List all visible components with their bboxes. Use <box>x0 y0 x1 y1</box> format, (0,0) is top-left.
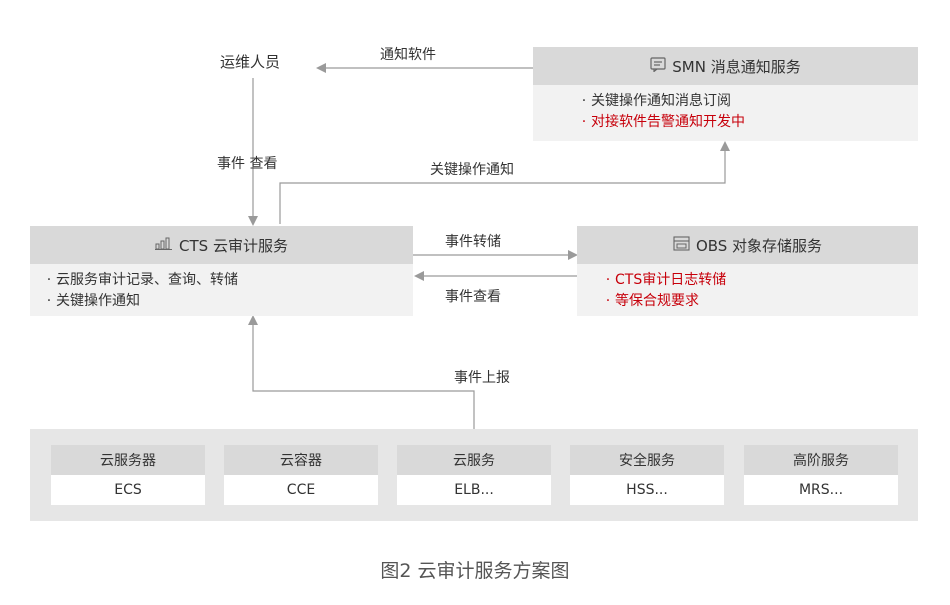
cts-feature-item: ·云服务审计记录、查询、转储 <box>46 272 238 288</box>
event-sources-panel: 云服务器 ECS 云容器 CCE 云服务 ELB... 安全服务 HSS... … <box>30 429 918 521</box>
source-cloud-server: 云服务器 ECS <box>51 445 205 505</box>
arrowhead-to-ops <box>316 63 326 73</box>
storage-icon <box>673 235 690 255</box>
event-report-label: 事件上报 <box>454 370 510 386</box>
source-name: 安全服务 <box>570 445 724 475</box>
cts-service-box: CTS 云审计服务 ·云服务审计记录、查询、转储 ·关键操作通知 <box>30 226 413 316</box>
source-name: 云服务 <box>397 445 551 475</box>
source-name: 云服务器 <box>51 445 205 475</box>
smn-service-box: SMN 消息通知服务 ·关键操作通知消息订阅 ·对接软件告警通知开发中 <box>533 47 918 141</box>
arrowhead-to-smn <box>720 141 730 151</box>
source-advanced-service: 高阶服务 MRS... <box>744 445 898 505</box>
source-cloud-service: 云服务 ELB... <box>397 445 551 505</box>
key-op-notify-line <box>279 150 726 224</box>
source-example: ELB... <box>397 475 551 505</box>
source-cloud-container: 云容器 CCE <box>224 445 378 505</box>
smn-features: ·关键操作通知消息订阅 ·对接软件告警通知开发中 <box>533 85 918 133</box>
obs-title: OBS 对象存储服务 <box>695 236 823 255</box>
event-report-line <box>252 323 475 429</box>
event-view-left-label: 事件 查看 <box>217 156 278 172</box>
arrowhead-to-obs <box>568 250 578 260</box>
source-example: CCE <box>224 475 378 505</box>
notify-software-label: 通知软件 <box>380 47 436 63</box>
arrowhead-to-cts-bottom <box>248 315 258 325</box>
event-dump-label: 事件转储 <box>445 234 501 250</box>
cts-header: CTS 云审计服务 <box>30 226 413 264</box>
source-example: ECS <box>51 475 205 505</box>
cts-features: ·云服务审计记录、查询、转储 ·关键操作通知 <box>30 264 413 312</box>
obs-feature-item-highlight: ·CTS审计日志转储 <box>605 272 727 288</box>
obs-feature-item-highlight: ·等保合规要求 <box>605 293 699 309</box>
key-op-notify-label: 关键操作通知 <box>430 162 514 178</box>
bar-chart-icon <box>155 236 173 254</box>
smn-title: SMN 消息通知服务 <box>672 57 801 76</box>
cts-title: CTS 云审计服务 <box>179 236 288 255</box>
source-security-service: 安全服务 HSS... <box>570 445 724 505</box>
source-name: 高阶服务 <box>744 445 898 475</box>
obs-features: ·CTS审计日志转储 ·等保合规要求 <box>577 264 918 312</box>
arrowhead-to-cts-top <box>248 216 258 226</box>
smn-feature-item: ·关键操作通知消息订阅 <box>581 93 731 109</box>
ops-staff-label: 运维人员 <box>220 53 281 71</box>
obs-header: OBS 对象存储服务 <box>577 226 918 264</box>
source-example: MRS... <box>744 475 898 505</box>
source-example: HSS... <box>570 475 724 505</box>
obs-service-box: OBS 对象存储服务 ·CTS审计日志转储 ·等保合规要求 <box>577 226 918 316</box>
arrowhead-to-cts-right <box>414 271 424 281</box>
event-view-label: 事件查看 <box>445 289 501 305</box>
figure-caption: 图2 云审计服务方案图 <box>380 560 570 582</box>
smn-feature-item-highlight: ·对接软件告警通知开发中 <box>581 114 745 130</box>
message-icon <box>650 56 666 76</box>
cts-feature-item: ·关键操作通知 <box>46 293 140 309</box>
smn-header: SMN 消息通知服务 <box>533 47 918 85</box>
source-name: 云容器 <box>224 445 378 475</box>
